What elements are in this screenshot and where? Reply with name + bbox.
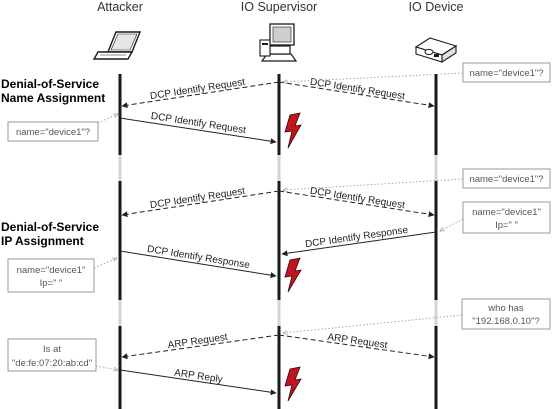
attack-bolt-icon: [284, 366, 302, 402]
message-dcp-identify-request-supervisor-to-attacker-2: DCP Identify Request: [121, 186, 280, 218]
message-label: ARP Reply: [173, 368, 223, 386]
message-label: DCP Identify Request: [309, 77, 406, 103]
note-text: Is at: [43, 344, 61, 355]
note-is-at: Is at "de:fe:07:20:ab:cd": [7, 338, 118, 371]
note-name-query-device-2: name="device1"?: [283, 168, 551, 190]
message-label: DCP Identify Request: [149, 77, 246, 102]
message-label: ARP Request: [167, 332, 229, 351]
note-text: name="device1"?: [469, 174, 543, 185]
note-text: name="device1": [472, 207, 541, 218]
attack-bolt-icon: [284, 257, 302, 293]
laptop-icon: [92, 31, 142, 60]
note-text: "192.168.0.10"?: [472, 316, 540, 327]
message-label: DCP Identify Response: [305, 225, 410, 251]
note-text: Ip=" ": [495, 220, 518, 231]
actor-io-supervisor-label: IO Supervisor: [241, 0, 317, 14]
message-label: DCP Identify Request: [149, 186, 246, 211]
io-device-icon: [414, 37, 458, 64]
note-who-has: who has "192.168.0.10"?: [283, 298, 551, 333]
note-device-ip-empty: name="device1" Ip=" ": [440, 201, 551, 234]
section-2-title-line2: IP Assignment: [1, 234, 84, 248]
actor-io-device-label: IO Device: [409, 0, 464, 14]
section-2-title-line1: Denial-of-Service: [1, 220, 99, 234]
message-arp-request-supervisor-to-device: ARP Request: [278, 332, 435, 360]
message-label: DCP Identify Request: [309, 186, 406, 212]
attack-bolt-icon: [284, 112, 302, 149]
section-1-title-line2: Name Assignment: [1, 91, 105, 105]
note-name-query-device: name="device1"?: [283, 62, 551, 82]
message-arp-request-supervisor-to-attacker: ARP Request: [121, 332, 280, 360]
note-text: "de:fe:07:20:ab:cd": [12, 358, 92, 369]
message-dcp-identify-response-device-to-supervisor: DCP Identify Response: [281, 225, 437, 257]
message-dcp-identify-request-supervisor-to-device-2: DCP Identify Request: [278, 186, 435, 218]
note-text: name="device1"?: [469, 68, 543, 79]
message-arp-reply-attacker-to-supervisor: ARP Reply: [119, 368, 277, 396]
message-dcp-identify-request-supervisor-to-device: DCP Identify Request: [278, 77, 435, 109]
note-text: Ip=" ": [40, 278, 63, 289]
actor-attacker-label: Attacker: [97, 0, 143, 14]
note-text: name="device1"?: [16, 127, 90, 138]
section-1-title-line1: Denial-of-Service: [1, 77, 99, 91]
message-dcp-identify-response-attacker-to-supervisor: DCP Identify Response: [119, 244, 277, 279]
note-name-query-attacker: name="device1"?: [7, 113, 118, 142]
note-attacker-ip-empty: name="device1" Ip=" ": [7, 257, 117, 293]
workstation-icon: [259, 23, 298, 62]
message-label: DCP Identify Request: [150, 111, 247, 136]
note-text: name="device1": [17, 265, 86, 276]
message-label: ARP Request: [327, 332, 389, 351]
note-text: who has: [487, 303, 524, 314]
message-dcp-identify-request-attacker-to-supervisor: DCP Identify Request: [119, 111, 277, 145]
message-dcp-identify-request-supervisor-to-attacker: DCP Identify Request: [121, 77, 280, 109]
